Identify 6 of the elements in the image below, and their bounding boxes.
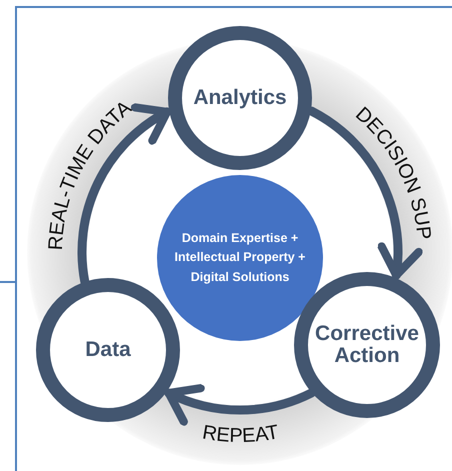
arrow [164,382,316,425]
node-label: Domain Expertise + Intellectual Property + Digital Solutions [174,230,306,286]
edge-label: REPEAT [200,421,280,448]
node-label: Data [85,338,131,362]
node-label: Analytics [193,86,287,110]
node-label: Corrective Action [314,322,420,368]
